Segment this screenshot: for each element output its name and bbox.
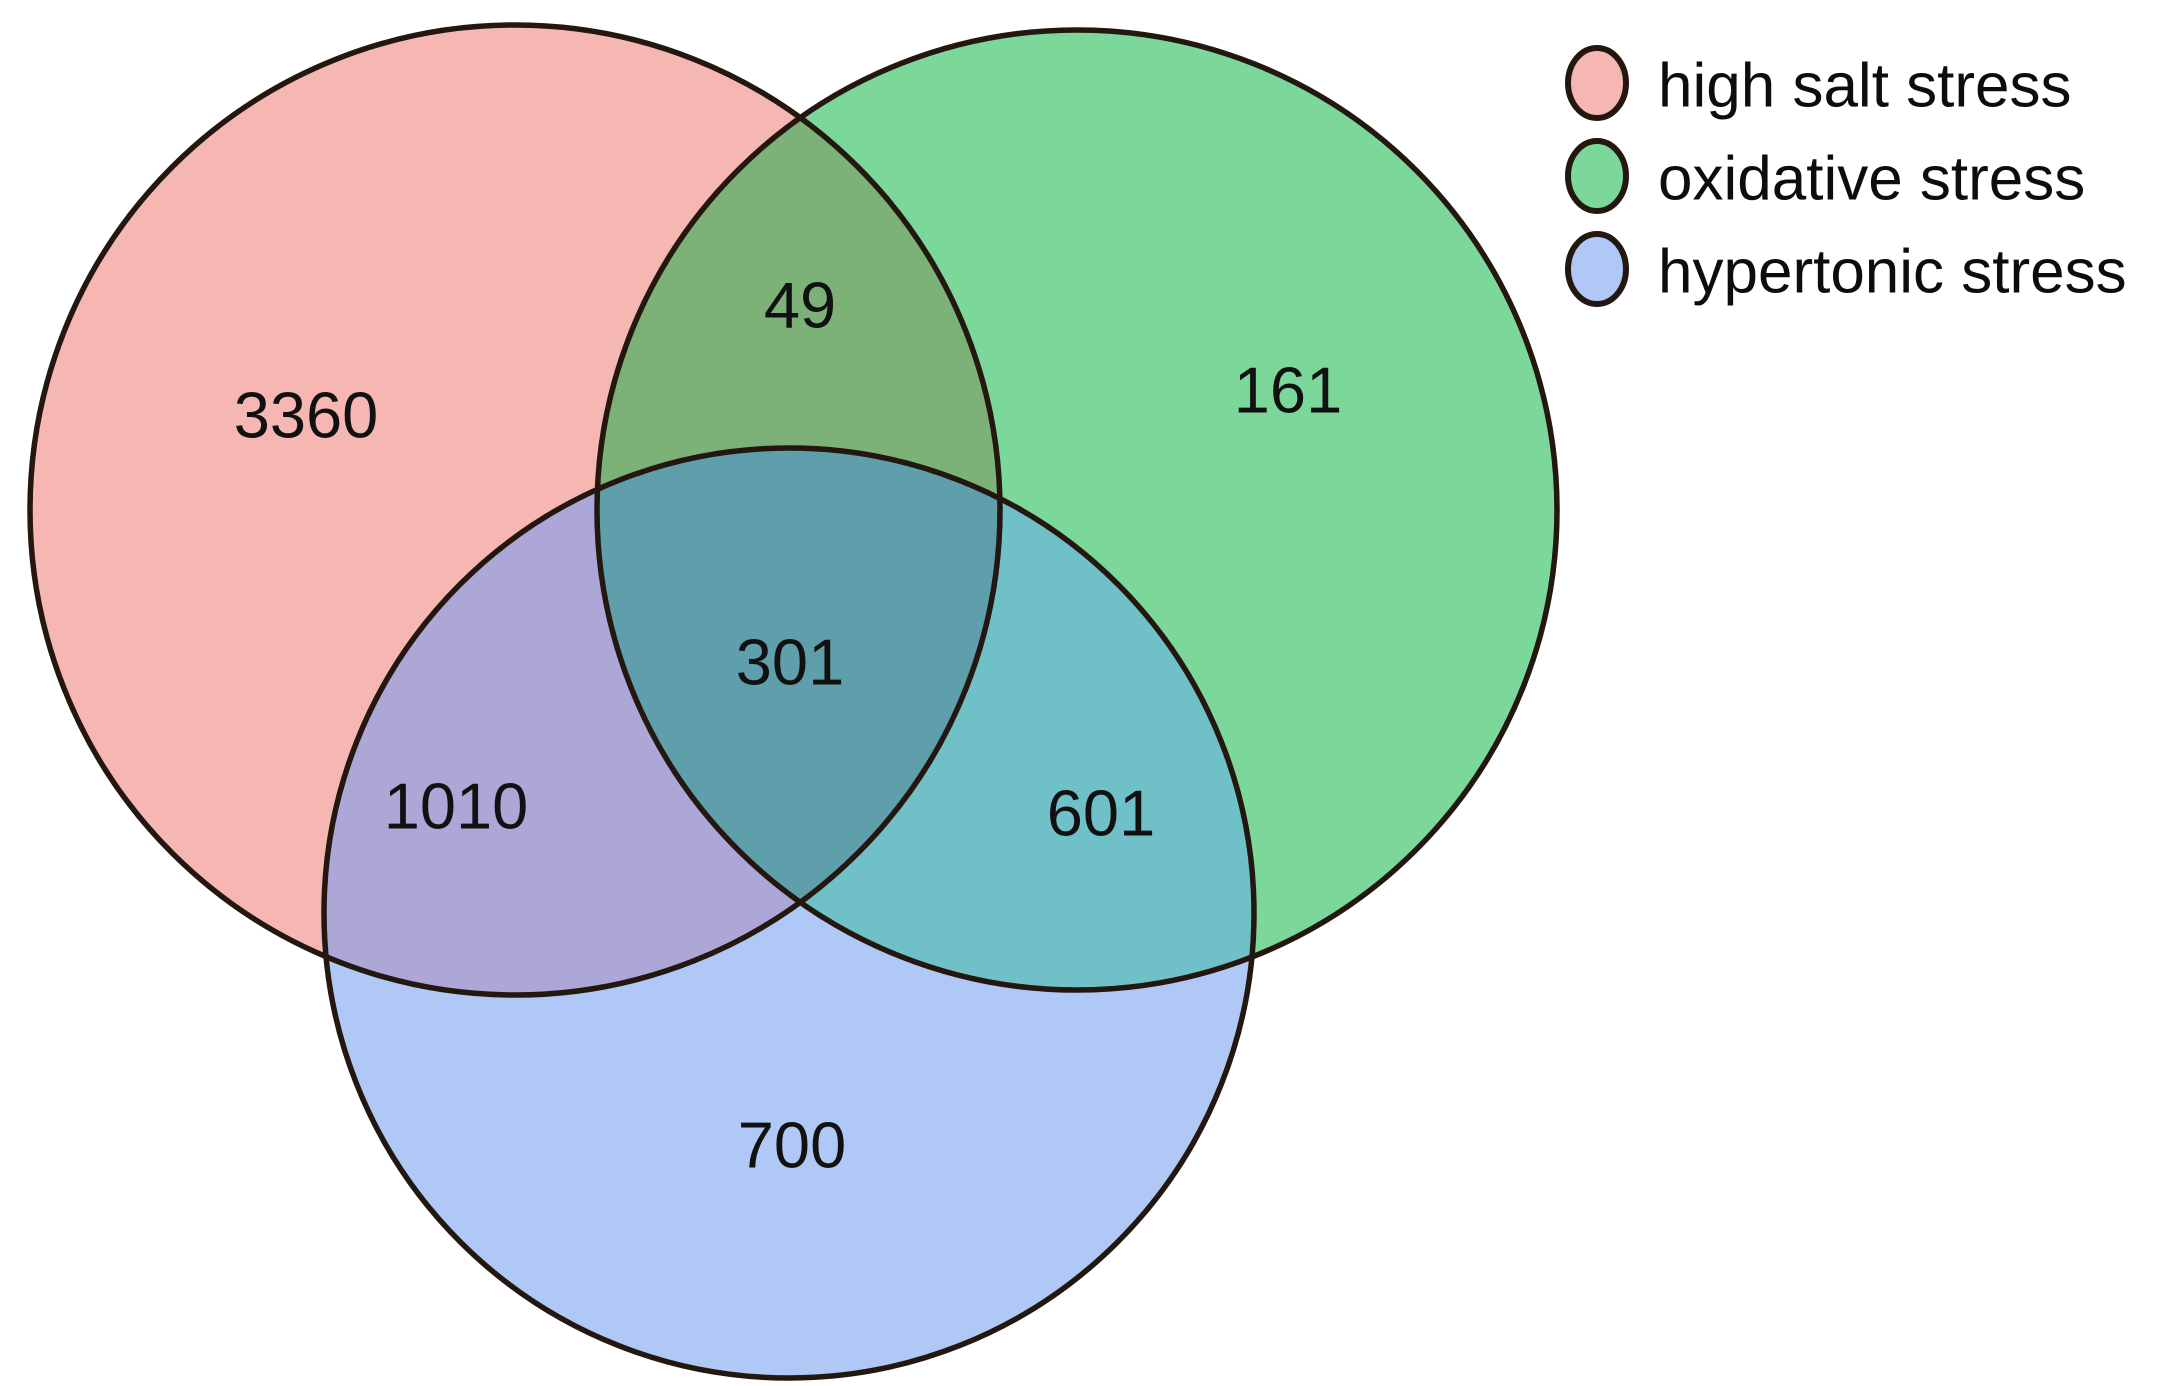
count-salt-hypertonic: 1010	[384, 770, 529, 843]
count-all-three: 301	[736, 626, 844, 699]
circle-outlines	[27, 22, 1560, 1381]
legend: high salt stress oxidative stress hypert…	[1565, 45, 2127, 307]
count-oxidative-hypertonic: 601	[1047, 777, 1155, 850]
legend-marker-oxidative-icon	[1565, 138, 1629, 214]
circle-outline-high-salt	[27, 22, 1003, 998]
count-high-salt-only: 3360	[234, 379, 379, 452]
legend-label-oxidative: oxidative stress	[1658, 145, 2085, 214]
count-oxidative-only: 161	[1234, 354, 1342, 427]
legend-item-oxidative: oxidative stress	[1565, 138, 2085, 214]
legend-marker-hypertonic-icon	[1565, 231, 1629, 307]
count-hypertonic-only: 700	[738, 1109, 846, 1182]
legend-item-hypertonic: hypertonic stress	[1565, 231, 2127, 307]
legend-marker-high-salt-icon	[1565, 45, 1629, 121]
legend-item-high-salt: high salt stress	[1565, 45, 2072, 121]
legend-label-hypertonic: hypertonic stress	[1658, 238, 2127, 307]
count-salt-oxidative: 49	[764, 269, 836, 342]
circle-outline-oxidative	[594, 27, 1560, 993]
region-counts: 3360 49 161 301 1010 601 700	[234, 269, 1343, 1182]
circle-outline-hypertonic	[321, 445, 1257, 1381]
legend-label-high-salt: high salt stress	[1658, 52, 2072, 121]
